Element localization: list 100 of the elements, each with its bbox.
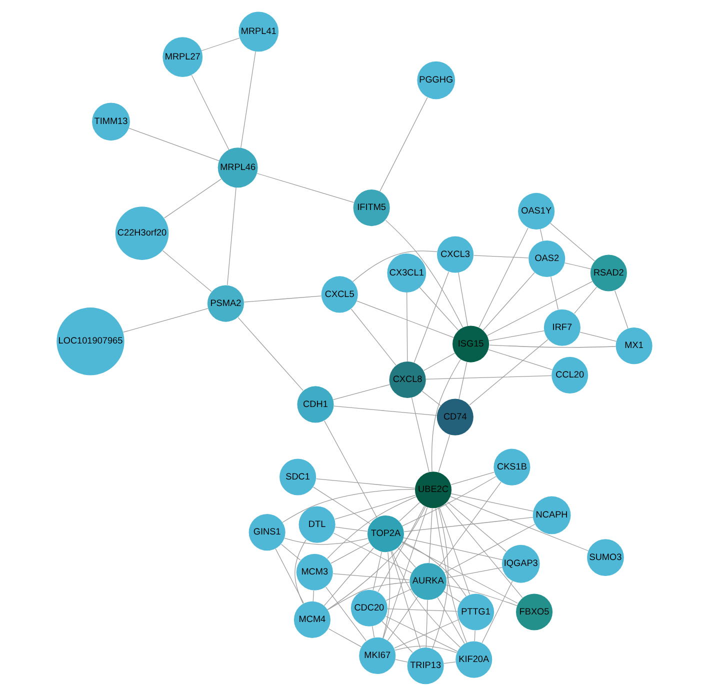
connector (390, 551, 420, 649)
connector (163, 178, 221, 218)
connector (468, 339, 548, 406)
connector (352, 250, 437, 282)
connector (326, 496, 416, 559)
node-circle: ISG15 (452, 326, 489, 362)
node-circle: CKS1B (493, 448, 530, 486)
connector (482, 272, 534, 331)
connector (237, 317, 303, 391)
connector (450, 493, 534, 512)
connector (332, 384, 390, 400)
connector (243, 296, 322, 302)
connector (446, 567, 502, 578)
connector (402, 476, 496, 526)
connector (384, 616, 458, 652)
node-circle: CDH1 (296, 386, 334, 423)
connector (312, 486, 370, 524)
node-circle: TRIP13 (406, 648, 444, 684)
node-circle: PGGHG (416, 61, 455, 100)
connector (332, 532, 412, 574)
node-circle: TOP2A (366, 516, 404, 552)
connector (162, 250, 212, 292)
node-circle: AURKA (409, 563, 446, 600)
connector (372, 551, 382, 590)
connector (438, 434, 450, 473)
node-circle: MRPL41 (238, 12, 278, 52)
node-circle: MKI67 (358, 637, 396, 674)
connector (256, 173, 354, 203)
node-circle: OAS2 (528, 240, 565, 278)
connector (391, 550, 460, 648)
connector (190, 74, 229, 150)
connector (478, 228, 528, 328)
connector (444, 504, 522, 598)
node-circle: CX3CL1 (386, 254, 426, 292)
connector (332, 573, 410, 580)
node-circle: CD74 (436, 398, 473, 436)
connector (421, 390, 440, 406)
connector (379, 97, 428, 192)
connector (394, 646, 456, 653)
node-circle: MCM3 (296, 554, 332, 590)
connector (384, 220, 463, 328)
connector (430, 359, 460, 472)
node-circle: CDC20 (350, 590, 387, 626)
connector (122, 308, 208, 333)
node-circle: IRF7 (543, 309, 580, 346)
connector (422, 352, 455, 371)
node-circle: SUMO3 (586, 539, 624, 576)
connector (438, 482, 501, 567)
node-circle: KIF20A (455, 641, 492, 678)
node-circle: IFITM5 (352, 190, 390, 226)
connector (334, 494, 416, 520)
connector (549, 222, 595, 262)
connector (382, 552, 390, 639)
connector (487, 349, 552, 370)
connector (401, 542, 518, 604)
connector (403, 516, 533, 532)
connector (488, 330, 544, 342)
node-circle: IQGAP3 (501, 544, 540, 583)
connector (446, 501, 506, 552)
connector (226, 187, 236, 286)
connector (436, 597, 464, 644)
connector (312, 590, 314, 602)
connector (444, 524, 535, 573)
connector (450, 496, 588, 552)
node-circle: CCL20 (551, 356, 588, 394)
connector (398, 502, 420, 522)
connector (282, 489, 415, 523)
node-circle: PTTG1 (457, 594, 494, 630)
connector (402, 541, 466, 597)
node-circle: CXCL3 (436, 236, 474, 273)
node-circle: RSAD2 (590, 254, 626, 292)
connector (425, 600, 428, 648)
connector (315, 478, 415, 488)
node-circle: DTL (298, 506, 335, 543)
node-circle: NCAPH (532, 496, 570, 534)
connector (450, 472, 494, 486)
connector (573, 286, 597, 314)
connector (458, 272, 468, 326)
connector (386, 608, 458, 612)
connector (481, 580, 512, 644)
connector (332, 406, 437, 416)
connector (540, 228, 543, 242)
connector (432, 507, 448, 650)
connector (473, 255, 528, 258)
node-circle: UBE2C (414, 472, 452, 508)
connector (445, 584, 517, 606)
connector (413, 272, 448, 363)
connector (294, 539, 306, 604)
connector (394, 659, 408, 662)
connector (377, 506, 424, 592)
connector (324, 420, 377, 518)
connector (458, 362, 467, 400)
connector (274, 548, 304, 604)
connector (434, 508, 467, 643)
connector (438, 507, 470, 595)
connector (284, 538, 368, 545)
connector (323, 548, 374, 606)
node-circle: PSMA2 (206, 285, 244, 322)
node-circle: LOC101907965 (56, 308, 124, 376)
node-circle: OAS1Y (518, 192, 554, 230)
